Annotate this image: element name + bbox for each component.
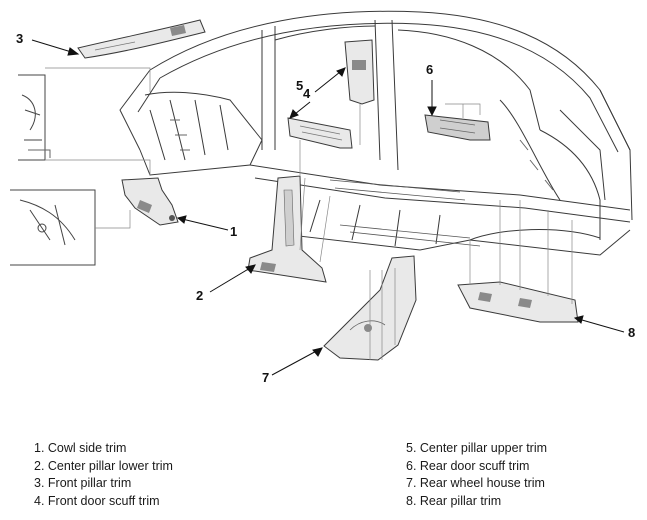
callout-8: 8 [628,325,635,340]
legend-item-rear-door-scuff-trim: 6. Rear door scuff trim [406,458,530,473]
inset-detail-mid-left [10,189,96,266]
part-rear-door-scuff-trim [424,114,491,141]
callout-5: 5 [296,78,303,93]
floor-cross-members [329,179,481,247]
legend-item-center-pillar-upper-trim: 5. Center pillar upper trim [406,441,548,455]
part-rear-pillar-trim [457,281,579,323]
legend-item-front-door-scuff-trim: 4. Front door scuff trim [34,493,160,508]
part-front-door-scuff-trim [287,117,353,149]
legend-item-cowl-side-trim: 1. Cowl side trim [34,441,127,455]
legend-item-front-pillar-trim: 3. Front pillar trim [34,476,132,490]
callout-2: 2 [196,288,203,303]
parts-legend: 1. Cowl side trim 2. Center pillar lower… [0,440,647,520]
legend-item-rear-wheel-house-trim: 7. Rear wheel house trim [406,476,545,490]
part-center-pillar-lower-trim [247,175,327,283]
car-body-frame [119,10,633,256]
callout-7: 7 [262,370,269,385]
callout-6: 6 [426,62,433,77]
inset-detail-top-left [18,74,51,161]
legend-item-rear-pillar-trim: 8. Rear pillar trim [406,493,502,508]
callout-1: 1 [230,224,237,239]
callout-arrows [31,39,625,376]
part-front-pillar-trim [77,19,206,59]
legend-column-right: 5. Center pillar upper trim 6. Rear door… [406,440,547,510]
part-center-pillar-upper-trim [344,39,375,105]
assembly-leader-lines [45,67,573,360]
part-cowl-side-trim [121,177,179,226]
callout-4: 4 [303,86,311,101]
legend-column-left: 1. Cowl side trim 2. Center pillar lower… [34,440,173,510]
car-body-interior-trim-diagram: 3 1 2 5 4 6 7 8 [10,10,635,385]
legend-item-center-pillar-lower-trim: 2. Center pillar lower trim [34,458,173,473]
callout-3: 3 [16,31,23,46]
